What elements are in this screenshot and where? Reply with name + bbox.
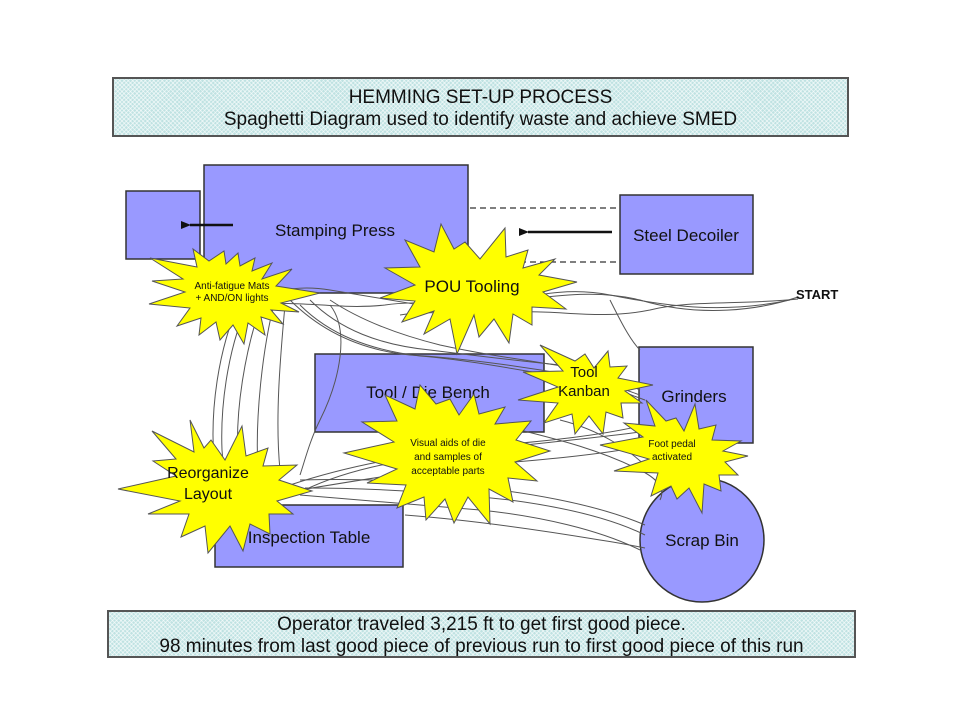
burst-reorganize-layout: Reorganize Layout: [117, 419, 314, 555]
burst-label: activated: [652, 452, 692, 463]
diagram-title: HEMMING SET-UP PROCESS: [348, 87, 613, 108]
scrap-bin-label: Scrap Bin: [665, 531, 739, 550]
burst-visual-aids: Visual aids of die and samples of accept…: [342, 383, 552, 526]
steel-decoiler-box: [619, 194, 754, 275]
burst-shape: [342, 383, 552, 526]
burst-shape: [599, 399, 749, 515]
burst-foot-pedal: Foot pedal activated: [599, 399, 749, 515]
burst-label: Tool: [570, 364, 598, 381]
inspection-table-label: Inspection Table: [248, 528, 371, 547]
travel-path: [304, 487, 646, 536]
burst-label: and samples of: [414, 452, 482, 463]
burst-label: Foot pedal: [648, 439, 695, 450]
burst-label: + AND/ON lights: [195, 293, 268, 304]
burst-label: acceptable parts: [411, 466, 484, 477]
small-station-box: [125, 190, 201, 260]
travel-path: [329, 299, 601, 373]
footer-time-text: 98 minutes from last good piece of previ…: [159, 636, 804, 657]
burst-label: POU Tooling: [424, 277, 519, 296]
burst-label: Anti-fatigue Mats: [194, 281, 269, 292]
burst-label: Visual aids of die: [410, 438, 486, 449]
burst-tool-kanban: Tool Kanban: [517, 344, 654, 436]
footer-distance-text: Operator traveled 3,215 ft to get first …: [277, 614, 686, 635]
travel-path: [299, 304, 342, 476]
burst-shape: [517, 344, 654, 436]
burst-pou-tooling: POU Tooling: [379, 222, 578, 356]
burst-shape: [148, 247, 321, 346]
grinders-label: Grinders: [661, 387, 726, 406]
steel-decoiler-label: Steel Decoiler: [633, 226, 739, 245]
footer-banner: Operator traveled 3,215 ft to get first …: [107, 610, 856, 658]
diagram-subtitle: Spaghetti Diagram used to identify waste…: [223, 109, 738, 130]
burst-anti-fatigue: Anti-fatigue Mats + AND/ON lights: [148, 247, 321, 346]
travel-path: [404, 514, 646, 549]
travel-path: [277, 304, 286, 471]
tool-die-bench-label: Tool / Die Bench: [366, 383, 490, 402]
burst-shape: [379, 222, 578, 356]
travel-path: [609, 299, 641, 351]
header-banner: HEMMING SET-UP PROCESS Spaghetti Diagram…: [112, 77, 849, 137]
burst-label: Kanban: [558, 383, 610, 400]
start-label: START: [796, 287, 838, 302]
burst-label: Reorganize: [167, 465, 249, 482]
burst-shape: [117, 419, 314, 555]
stamping-press-label: Stamping Press: [275, 221, 395, 240]
burst-label: Layout: [184, 486, 233, 503]
